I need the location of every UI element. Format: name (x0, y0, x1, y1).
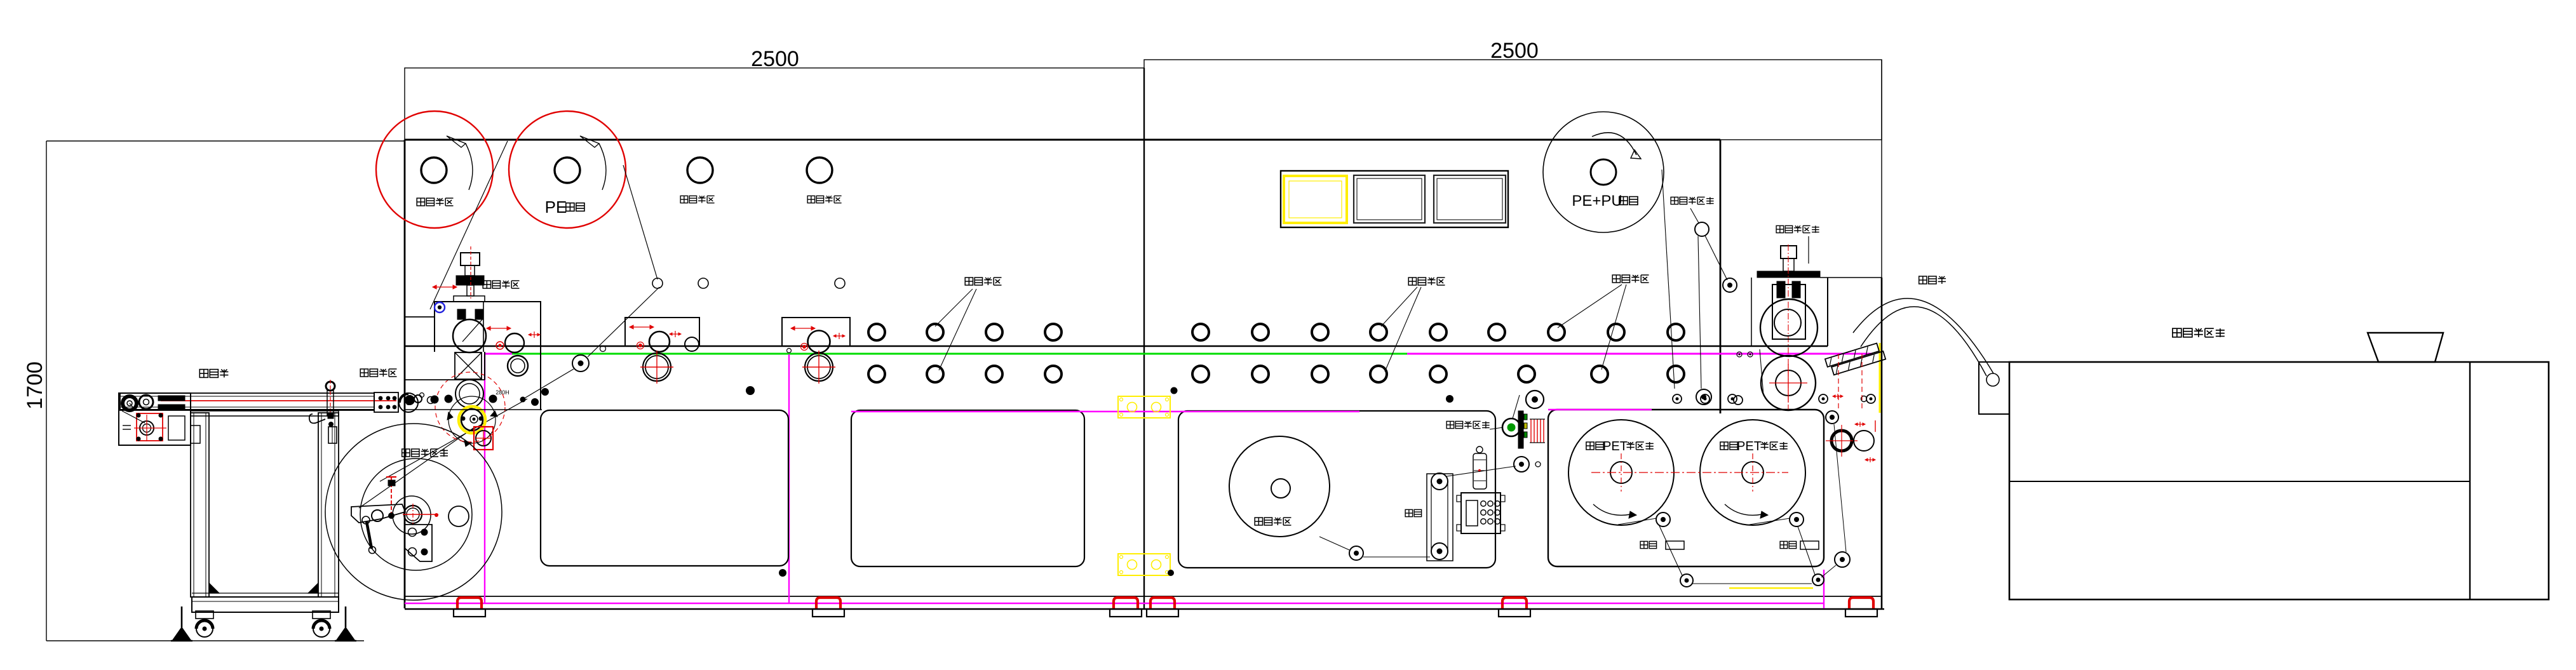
svg-text:PET: PET (1737, 439, 1762, 453)
svg-text:2500: 2500 (751, 47, 799, 71)
svg-text:PET: PET (1603, 439, 1628, 453)
svg-text:PE+PU: PE+PU (1572, 192, 1622, 210)
svg-text:280H: 280H (496, 389, 509, 396)
svg-text:1700: 1700 (23, 361, 47, 410)
svg-text:2500: 2500 (1490, 39, 1539, 63)
svg-text:PE: PE (545, 198, 567, 217)
